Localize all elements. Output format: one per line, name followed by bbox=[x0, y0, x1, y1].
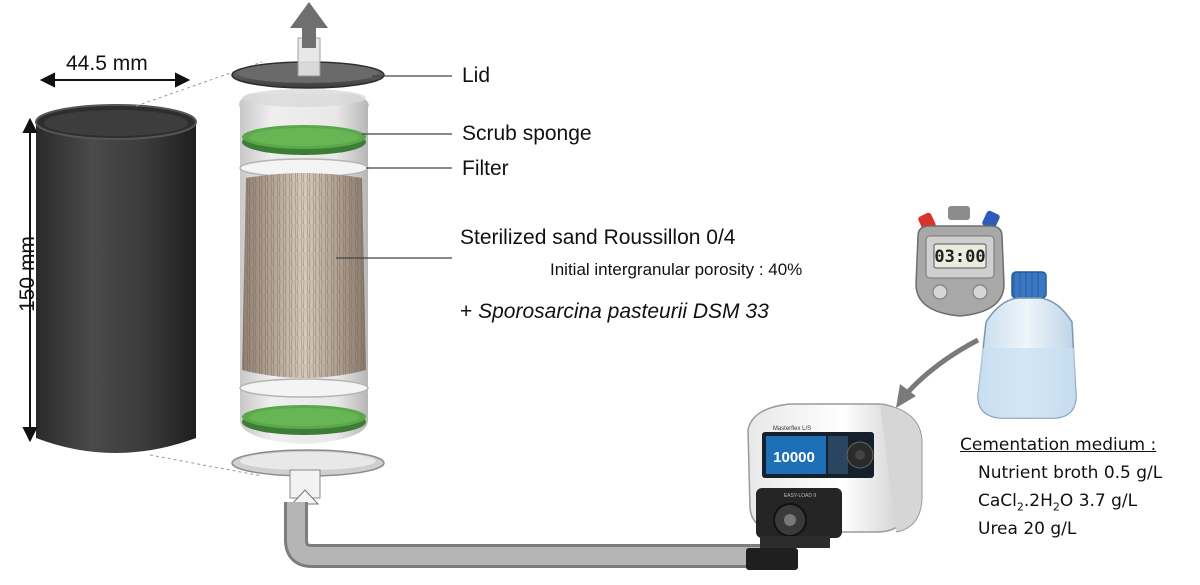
sponge-label: Scrub sponge bbox=[462, 122, 592, 145]
porosity-label: Initial intergranular porosity : 40% bbox=[550, 260, 803, 279]
medium-urea: Urea 20 g/L bbox=[978, 519, 1077, 539]
filter-label: Filter bbox=[462, 157, 509, 180]
width-dimension-arrow bbox=[39, 72, 191, 88]
medium-nutrient: Nutrient broth 0.5 g/L bbox=[978, 463, 1163, 483]
bottom-sponge bbox=[242, 405, 366, 435]
bacteria-prefix: + bbox=[460, 300, 479, 323]
bacteria-label: Sporosarcina pasteurii DSM 33 bbox=[478, 300, 769, 323]
bacteria-line: + Sporosarcina pasteurii DSM 33 bbox=[460, 300, 769, 324]
lid-label: Lid bbox=[462, 64, 491, 87]
outer-cylinder bbox=[35, 104, 197, 453]
bottom-filter bbox=[239, 378, 369, 398]
medium-bottle bbox=[977, 271, 1077, 419]
outflow-arrow-icon bbox=[290, 2, 328, 48]
sand-label: Sterilized sand Roussillon 0/4 bbox=[460, 226, 736, 249]
leader-lines bbox=[336, 75, 452, 259]
pump-display-value: 10000 bbox=[773, 449, 815, 466]
flow-arrow-icon bbox=[896, 337, 980, 408]
pump-easyload-label: EASY-LOAD II bbox=[784, 493, 816, 499]
stopwatch-icon bbox=[915, 206, 1005, 317]
bottom-lid bbox=[231, 449, 385, 477]
peristaltic-pump bbox=[746, 403, 923, 570]
feed-tubing bbox=[284, 502, 780, 568]
medium-cacl2: CaCl2.2H2O 3.7 g/L bbox=[978, 491, 1138, 514]
sand-column bbox=[242, 173, 366, 378]
height-label: 150 mm bbox=[15, 236, 39, 312]
stopwatch-display: 03:00 bbox=[934, 247, 985, 267]
projection-lines bbox=[135, 61, 263, 477]
height-dimension-arrow bbox=[22, 117, 38, 443]
width-label: 44.5 mm bbox=[66, 52, 148, 75]
inlet-connector bbox=[289, 469, 321, 505]
pump-brand-label: Masterflex L/S bbox=[773, 426, 811, 432]
medium-title: Cementation medium : bbox=[960, 435, 1157, 455]
top-sponge bbox=[242, 125, 366, 155]
